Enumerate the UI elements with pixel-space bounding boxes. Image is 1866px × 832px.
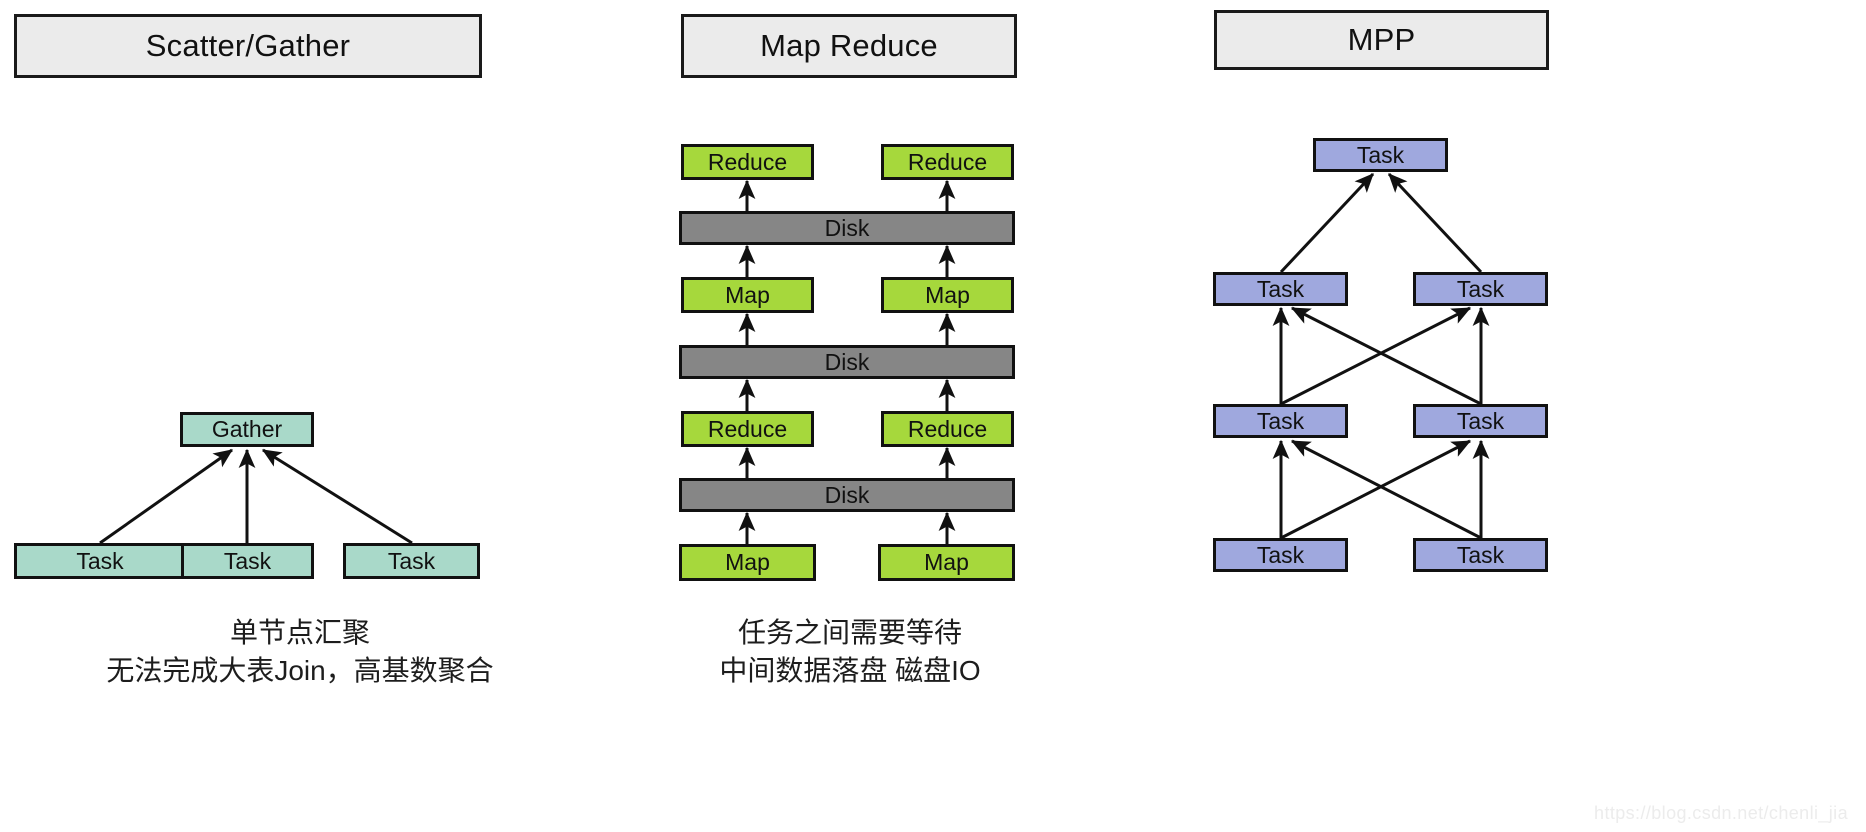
panel-header-scatter-gather: Scatter/Gather [14,14,482,78]
node-mapreduce-map-3: Map [681,277,814,313]
node-mapreduce-reduce-7: Reduce [881,411,1014,447]
node-scatter-task-2: Task [181,543,314,579]
node-mpp-task-1: Task [1213,272,1348,306]
node-scatter-gather-0: Gather [180,412,314,447]
node-mpp-task-0: Task [1313,138,1448,172]
node-mapreduce-map-9: Map [679,544,816,581]
caption-scatter-gather: 单节点汇聚无法完成大表Join，高基数聚合 [0,614,600,690]
caption-line: 中间数据落盘 磁盘IO [719,654,981,686]
node-mapreduce-disk-2: Disk [679,211,1015,245]
panel-header-mpp: MPP [1214,10,1549,70]
node-mpp-task-3: Task [1213,404,1348,438]
node-mapreduce-disk-5: Disk [679,345,1015,379]
node-mapreduce-reduce-1: Reduce [881,144,1014,180]
node-mpp-task-2: Task [1413,272,1548,306]
node-mapreduce-map-4: Map [881,277,1014,313]
node-mapreduce-map-10: Map [878,544,1015,581]
caption-line: 任务之间需要等待 [737,617,962,648]
caption-line: 单节点汇聚 [229,617,370,648]
node-mpp-task-6: Task [1413,538,1548,572]
node-mpp-task-4: Task [1413,404,1548,438]
node-mpp-task-5: Task [1213,538,1348,572]
node-mapreduce-reduce-6: Reduce [681,411,814,447]
node-mapreduce-disk-8: Disk [679,478,1015,512]
node-mapreduce-reduce-0: Reduce [681,144,814,180]
node-scatter-task-1: Task [14,543,186,579]
panel-header-map-reduce: Map Reduce [681,14,1017,78]
caption-line: 无法完成大表Join，高基数聚合 [106,654,494,686]
caption-map-reduce: 任务之间需要等待中间数据落盘 磁盘IO [660,614,1040,690]
watermark: https://blog.csdn.net/chenli_jia [1594,803,1848,823]
node-scatter-task-3: Task [343,543,480,579]
arrow-mpp-0 [1279,172,1375,274]
